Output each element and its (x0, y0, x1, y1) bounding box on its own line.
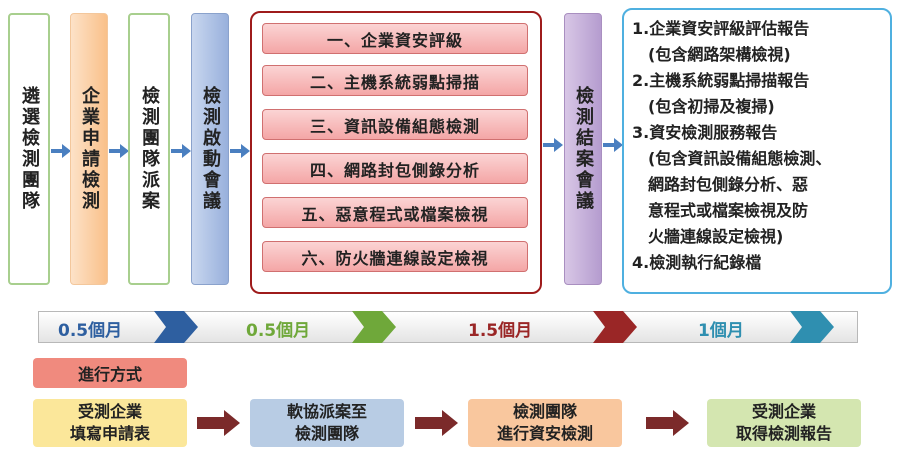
timeline-label: 0.5個月 (246, 321, 311, 341)
step-perform-test: 檢測團隊 進行資安檢測 (468, 399, 622, 447)
stage-arrow-icon (543, 138, 563, 152)
step-line: 進行資安檢測 (496, 424, 593, 443)
report-line: (包含資訊設備組態檢測、 (648, 149, 832, 168)
report-line: 4.檢測執行紀錄檔 (632, 253, 762, 272)
step-arrow-icon (197, 410, 241, 436)
step-line: 檢測團隊 (512, 402, 577, 421)
timeline-chevron-icon (790, 311, 834, 343)
test-item: 五、惡意程式或檔案檢視 (262, 197, 528, 228)
report-line: 3.資安檢測服務報告 (632, 123, 778, 142)
step-line: 軟協派案至 (286, 402, 367, 421)
report-line: 火牆連線設定檢視) (648, 227, 784, 246)
test-item: 二、主機系統弱點掃描 (262, 65, 528, 96)
stage-closing: 檢測結案會議 (564, 13, 602, 285)
report-line: 意程式或檔案檢視及防 (648, 201, 809, 220)
timeline-chevron-icon (352, 311, 396, 343)
stage-arrow-icon (51, 144, 71, 158)
test-item: 一、企業資安評級 (262, 23, 528, 54)
test-item: 三、資訊設備組態檢測 (262, 109, 528, 140)
step-line: 受測企業 (77, 402, 142, 421)
report-line: 1.企業資安評級評估報告 (632, 19, 810, 38)
stage-arrow-icon (109, 144, 129, 158)
reports-list: 1.企業資安評級評估報告 (包含網路架構檢視) 2.主機系統弱點掃描報告 (包含… (632, 16, 888, 276)
timeline-chevron-shape (352, 311, 396, 343)
stage-kickoff: 檢測啟動會議 (191, 13, 229, 285)
timeline-label: 1個月 (698, 321, 744, 341)
timeline-chevron-icon (593, 311, 637, 343)
step-line: 檢測團隊 (294, 424, 359, 443)
test-item: 四、網路封包側錄分析 (262, 153, 528, 184)
report-line: 網路封包側錄分析、惡 (648, 175, 809, 194)
stage-label: 企業申請檢測 (79, 86, 100, 212)
step-arrow-icon (415, 410, 459, 436)
stage-arrow-icon (230, 144, 250, 158)
timeline-label: 1.5個月 (468, 321, 533, 341)
step-arrow-icon (646, 410, 690, 436)
stage-arrow-icon (171, 144, 191, 158)
step-line: 受測企業 (751, 402, 816, 421)
method-label: 進行方式 (33, 358, 187, 388)
timeline-chevron-icon (154, 311, 198, 343)
timeline-label: 0.5個月 (58, 321, 123, 341)
timeline-chevron-shape (593, 311, 637, 343)
timeline-chevron-shape (154, 311, 198, 343)
test-item: 六、防火牆連線設定檢視 (262, 241, 528, 272)
report-line: 2.主機系統弱點掃描報告 (632, 71, 810, 90)
stage-arrow-icon (603, 138, 623, 152)
stage-select-team: 遴選檢測團隊 (8, 13, 50, 285)
report-line: (包含網路架構檢視) (648, 45, 791, 64)
reports-frame (622, 8, 892, 294)
stage-apply: 企業申請檢測 (70, 13, 108, 285)
step-dispatch: 軟協派案至 檢測團隊 (250, 399, 404, 447)
step-fill-form: 受測企業 填寫申請表 (33, 399, 187, 447)
stage-label: 檢測結案會議 (573, 86, 594, 212)
step-get-report: 受測企業 取得檢測報告 (707, 399, 861, 447)
stage-dispatch: 檢測團隊派案 (128, 13, 170, 285)
stage-label: 檢測團隊派案 (139, 86, 160, 212)
step-line: 填寫申請表 (69, 424, 150, 443)
step-line: 取得檢測報告 (735, 424, 832, 443)
timeline-chevron-shape (790, 311, 834, 343)
stage-label: 遴選檢測團隊 (19, 86, 40, 212)
stage-label: 檢測啟動會議 (200, 86, 221, 212)
report-line: (包含初掃及複掃) (648, 97, 775, 116)
